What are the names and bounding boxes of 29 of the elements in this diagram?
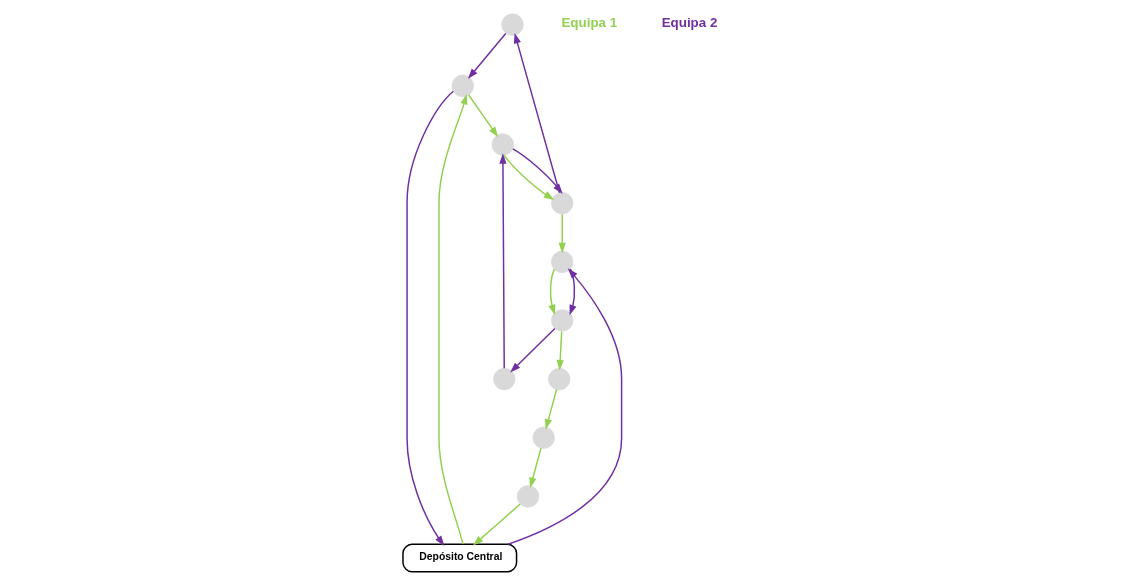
arrow: [558, 213, 566, 254]
arrow: [437, 93, 468, 545]
node-circle: [500, 13, 524, 36]
arrow: [528, 447, 542, 489]
node-circle: [451, 74, 474, 97]
arrow: [405, 90, 454, 546]
label: Equipa 1: [560, 15, 617, 31]
arrow: [467, 94, 498, 138]
node-circle: [492, 367, 515, 391]
arrow: [513, 33, 560, 194]
label: Equipa 2: [661, 15, 717, 31]
node-circle: [550, 309, 573, 332]
node-circle: [550, 192, 573, 215]
node-circle: [491, 133, 514, 156]
arrow: [506, 268, 622, 545]
node-circle: [547, 367, 570, 391]
node-circle: [550, 250, 573, 273]
arrow: [547, 268, 555, 316]
arrow: [502, 154, 554, 200]
arrow: [472, 503, 521, 546]
arrow: [498, 153, 507, 369]
arrow: [509, 327, 556, 373]
node-circle: [516, 485, 539, 508]
node-box: Depósito Central: [401, 543, 517, 573]
arrow: [544, 388, 557, 430]
arrow: [556, 330, 564, 371]
arrow: [569, 268, 576, 316]
arrow: [467, 32, 506, 79]
node-circle: [532, 426, 555, 449]
